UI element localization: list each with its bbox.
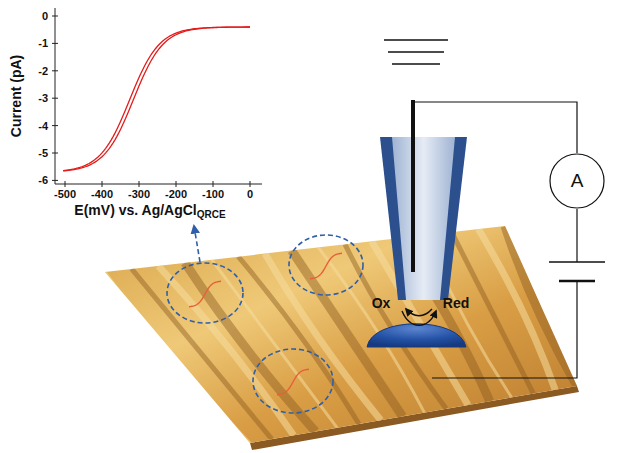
- axis-title-group: E(mV) vs. Ag/AgClQRCE: [74, 202, 225, 220]
- tick-label: -300: [128, 188, 150, 200]
- tick-mark: [65, 181, 66, 187]
- surface-streak: [505, 226, 577, 386]
- tick-label: -1: [38, 37, 48, 49]
- tick-label: 0: [42, 10, 48, 22]
- circuit-wire: [432, 281, 577, 378]
- reaction-label: Red: [443, 295, 469, 311]
- pipette-glass: [392, 137, 455, 300]
- tick-mark: [52, 43, 58, 44]
- dashed-region: [289, 235, 363, 295]
- tick-mark: [102, 181, 103, 187]
- surface-streak: [185, 263, 315, 432]
- reaction-label: Ox: [372, 295, 391, 311]
- axis-title: Current (pA): [8, 55, 24, 137]
- tick-mark: [52, 125, 58, 126]
- ammeter-symbol: A: [549, 153, 605, 209]
- ground-line: [388, 51, 444, 53]
- mini-voltammogram: [277, 369, 309, 394]
- afm-surface: [105, 226, 577, 443]
- axis-subscript: QRCE: [197, 209, 226, 220]
- ground-line: [392, 63, 440, 65]
- circuit-wire: [576, 209, 577, 262]
- ground-line: [384, 39, 448, 41]
- axis-line: [55, 8, 262, 184]
- surface-streaks: [105, 226, 577, 443]
- voltammogram-forward: [63, 27, 250, 171]
- battery-plate: [549, 261, 605, 263]
- surface-streak: [105, 272, 250, 443]
- tick-mark: [176, 181, 177, 187]
- tick-label: -3: [38, 92, 48, 104]
- tick-mark: [213, 181, 214, 187]
- circuit-wire: [413, 102, 577, 153]
- dashed-region: [253, 349, 333, 413]
- tick-label: -2: [38, 65, 48, 77]
- tick-label: -200: [165, 188, 187, 200]
- tick-label: -5: [38, 147, 48, 159]
- surface-streak: [238, 257, 359, 424]
- mini-voltammogram: [189, 281, 221, 306]
- tick-label: -100: [202, 188, 224, 200]
- voltammogram-reverse: [63, 27, 250, 171]
- plot-axes: [52, 8, 262, 187]
- axis-title: E(mV) vs. Ag/AgCl: [74, 202, 196, 218]
- ammeter-ring: [550, 154, 604, 208]
- tick-mark: [52, 16, 58, 17]
- tick-label: -400: [91, 188, 113, 200]
- surface-streak: [158, 266, 293, 436]
- droplet: [367, 324, 466, 347]
- tick-mark: [139, 181, 140, 187]
- redox-arrow: [402, 311, 436, 325]
- ammeter-circle: A: [549, 153, 605, 209]
- tick-mark: [52, 98, 58, 99]
- electrode: [411, 100, 415, 272]
- tick-mark: [52, 180, 58, 181]
- redox-arrow: [406, 309, 432, 316]
- tick-label: -4: [38, 120, 48, 132]
- tick-mark: [250, 181, 251, 187]
- dashed-pointer-arrow: [194, 226, 200, 262]
- ammeter-letter: A: [571, 170, 584, 192]
- dashed-region: [167, 263, 243, 323]
- tick-mark: [52, 153, 58, 154]
- tick-label: -500: [54, 188, 76, 200]
- pipette-wall: [380, 137, 467, 300]
- tick-label: -6: [38, 174, 48, 186]
- mini-voltammogram: [310, 253, 342, 278]
- tick-label: 0: [247, 188, 253, 200]
- tick-mark: [52, 70, 58, 71]
